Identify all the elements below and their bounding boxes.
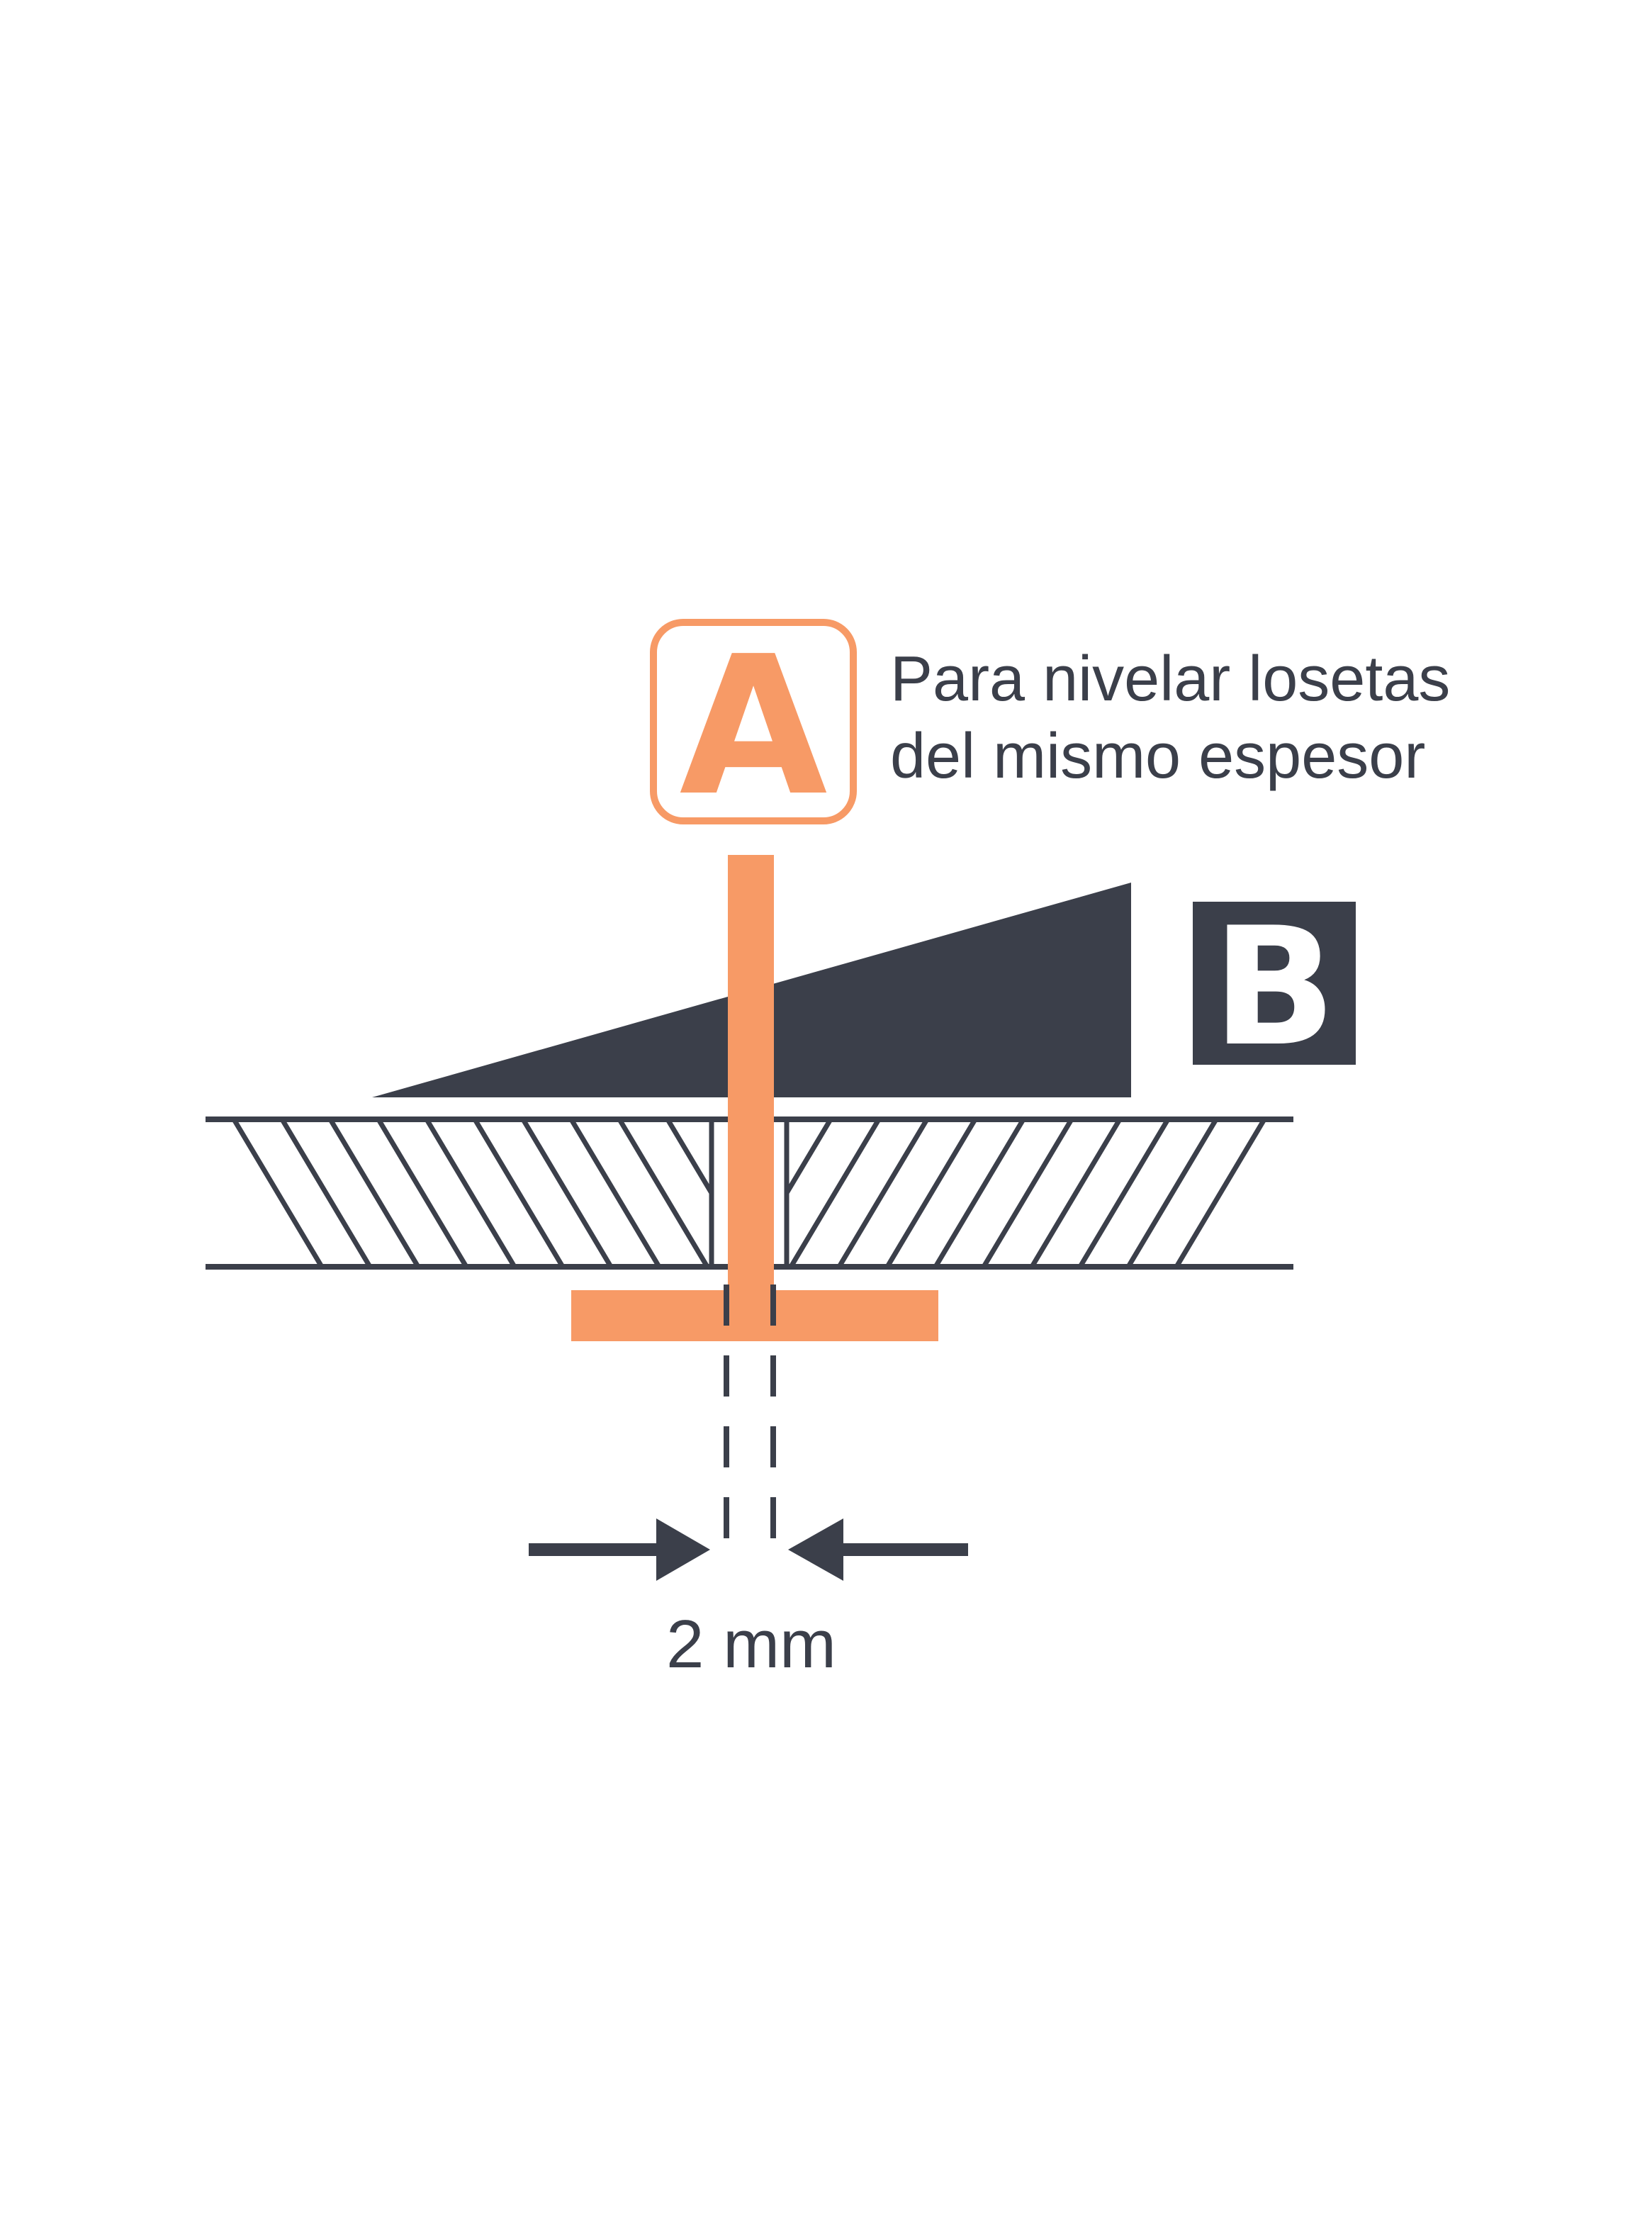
gap-arrow-right xyxy=(788,1518,968,1581)
label-a-frame xyxy=(650,619,857,824)
gap-measurement-label: 2 mm xyxy=(666,1606,836,1682)
left-tile-hatching xyxy=(231,1118,714,1268)
label-b-box: B xyxy=(1193,893,1356,1082)
label-b-letter: B xyxy=(1212,893,1336,1082)
right-tile-hatching xyxy=(784,1118,1267,1268)
label-a-letter: A xyxy=(680,615,829,838)
label-a-box: A xyxy=(650,615,857,838)
clip-base xyxy=(571,1290,938,1341)
gap-arrow-left xyxy=(529,1518,710,1581)
caption-line-2: del mismo espesor xyxy=(890,721,1425,792)
label-b-frame xyxy=(1193,902,1356,1065)
clip-stem xyxy=(728,855,774,1293)
caption-line-1: Para nivelar losetas xyxy=(890,644,1450,715)
